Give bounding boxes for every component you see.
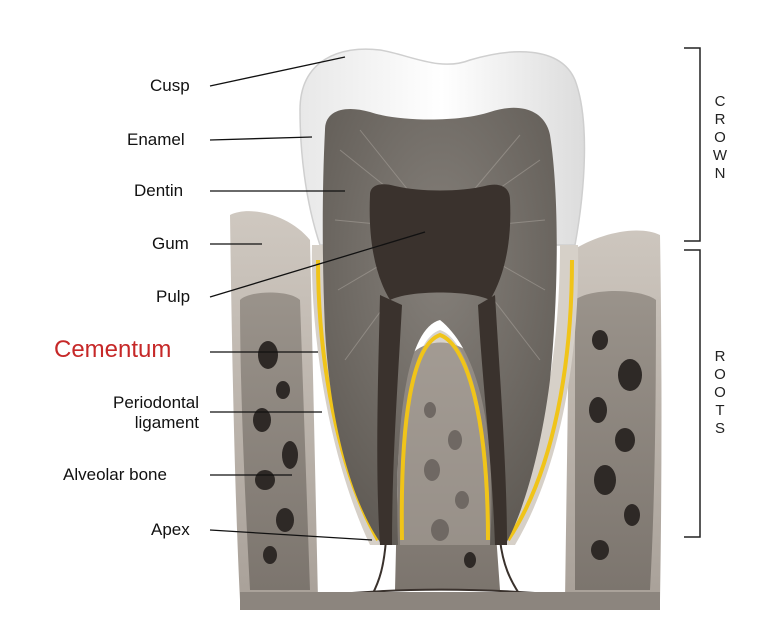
root-canals [377,295,507,545]
bracket-letter: T [715,402,725,419]
crown-bracket [684,47,701,242]
label-gum: Gum [152,234,189,253]
label-periodontal-line1: Periodontal [112,393,199,412]
label-enamel: Enamel [127,130,185,149]
leader-pulp [209,231,426,298]
leader-lines [209,56,426,541]
leader-apex [209,529,373,541]
roots-bracket [684,249,701,538]
label-cementum: Cementum [54,336,172,363]
leader-cusp [209,56,346,87]
base-floor [240,592,660,610]
bracket-letter: R [714,348,726,365]
brackets [684,47,701,538]
leader-enamel [209,136,313,141]
label-dentin: Dentin [134,181,184,200]
bracket-letter: R [714,111,726,128]
label-periodontal-ligament: Periodontal ligament [84,393,199,433]
bracket-letter: S [714,420,725,437]
label-alveolar-bone: Alveolar bone [63,465,167,484]
inter-root-tissue [400,330,490,545]
label-apex: Apex [151,520,190,539]
bracket-letter: O [714,366,726,383]
bracket-letter: O [714,129,726,146]
label-periodontal-line2: ligament [134,413,199,432]
bracket-letter: W [712,147,728,164]
label-cusp: Cusp [150,76,190,95]
pulp-chamber [369,184,511,300]
inter-root-cementum [399,332,490,541]
bracket-letter: N [714,165,726,182]
bracket-letter: C [714,93,726,110]
label-pulp: Pulp [156,287,191,306]
bracket-letter: O [714,384,726,401]
